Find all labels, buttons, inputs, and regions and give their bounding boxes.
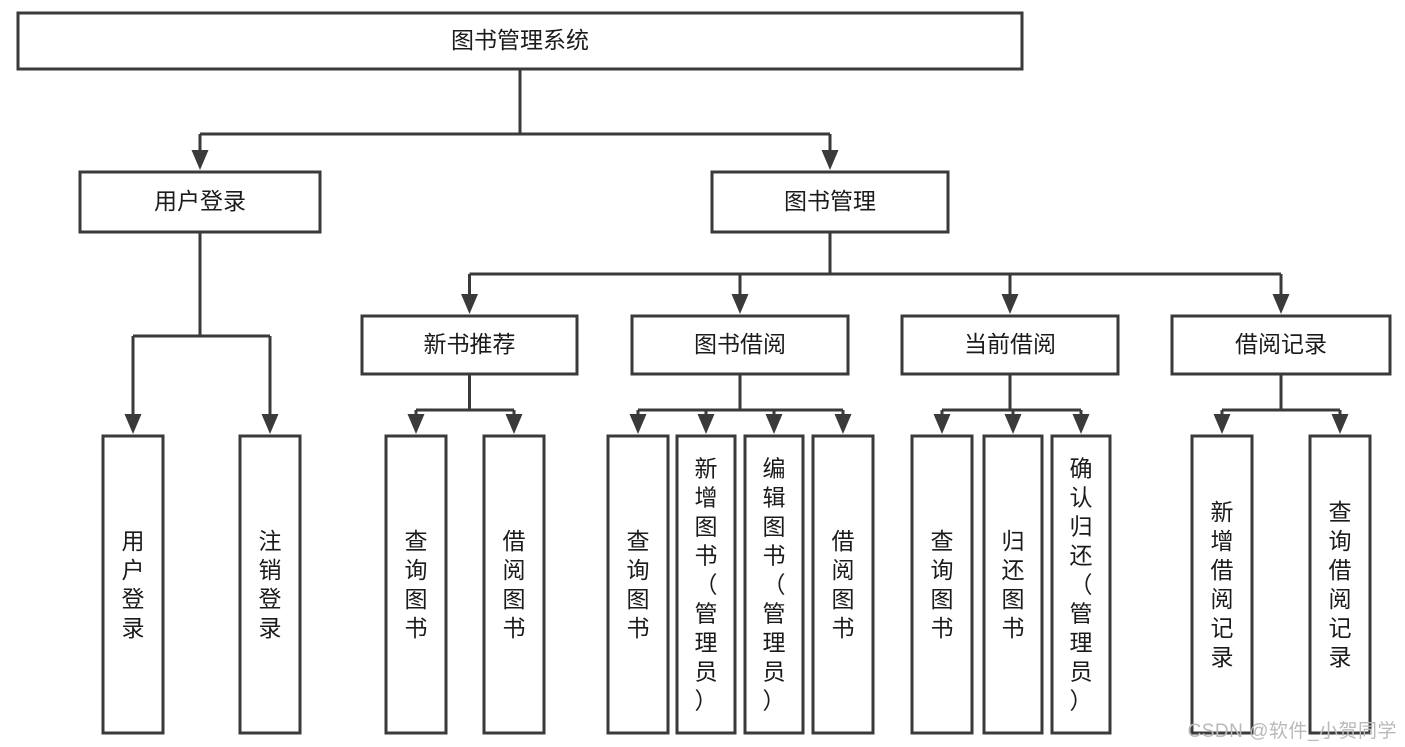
node-label: 新增借阅记录: [1211, 499, 1234, 670]
node-leaf-add-book[interactable]: 新增图书（管理员）: [675, 434, 737, 735]
node-label: 用户登录: [154, 188, 246, 214]
arrow-head-icon: [1001, 294, 1019, 314]
arrow-head-icon: [933, 414, 951, 434]
connector-group-root: [191, 69, 839, 170]
node-box[interactable]: [1190, 434, 1254, 735]
arrow-head-icon: [697, 414, 715, 434]
node-label: 注销登录: [259, 528, 282, 641]
node-leaf-add-record[interactable]: 新增借阅记录: [1190, 434, 1254, 735]
edge-layer: [124, 69, 1349, 434]
node-box[interactable]: [630, 314, 850, 376]
node-new-book-rec[interactable]: 新书推荐: [360, 314, 579, 376]
node-leaf-user-login[interactable]: 用户登录: [101, 434, 165, 735]
arrow-head-icon: [505, 414, 523, 434]
arrow-head-icon: [1004, 414, 1022, 434]
node-leaf-query-book-1[interactable]: 查询图书: [384, 434, 448, 735]
node-leaf-logout[interactable]: 注销登录: [238, 434, 302, 735]
node-box[interactable]: [675, 434, 737, 735]
arrow-head-icon: [191, 150, 209, 170]
node-box[interactable]: [900, 314, 1120, 376]
node-label: 借阅图书: [832, 528, 855, 641]
connector-group-book-manage: [461, 232, 1290, 314]
node-user-login[interactable]: 用户登录: [78, 170, 322, 234]
node-layer: 图书管理系统用户登录图书管理新书推荐图书借阅当前借阅借阅记录用户登录注销登录查询…: [16, 11, 1392, 735]
arrow-head-icon: [1331, 414, 1349, 434]
node-label: 借阅记录: [1235, 331, 1327, 357]
node-leaf-borrow-book-2[interactable]: 借阅图书: [811, 434, 875, 735]
node-box[interactable]: [710, 170, 950, 234]
node-box[interactable]: [743, 434, 805, 735]
node-box[interactable]: [1170, 314, 1392, 376]
node-leaf-query-record[interactable]: 查询借阅记录: [1308, 434, 1372, 735]
arrow-head-icon: [261, 414, 279, 434]
arrow-head-icon: [834, 414, 852, 434]
node-label: 查询图书: [627, 528, 650, 641]
connector-group-new-book-rec: [407, 374, 523, 434]
node-box[interactable]: [811, 434, 875, 735]
arrow-head-icon: [629, 414, 647, 434]
node-box[interactable]: [1308, 434, 1372, 735]
node-box[interactable]: [982, 434, 1044, 735]
arrow-head-icon: [1072, 414, 1090, 434]
arrow-head-icon: [407, 414, 425, 434]
node-leaf-return-book[interactable]: 归还图书: [982, 434, 1044, 735]
arrow-head-icon: [765, 414, 783, 434]
node-leaf-borrow-book-1[interactable]: 借阅图书: [482, 434, 546, 735]
arrow-head-icon: [731, 294, 749, 314]
arrow-head-icon: [461, 294, 478, 314]
node-box[interactable]: [16, 11, 1024, 71]
connector-group-borrow-record: [1213, 374, 1349, 434]
node-label: 借阅图书: [503, 528, 526, 641]
node-leaf-query-book-3[interactable]: 查询图书: [910, 434, 974, 735]
node-box[interactable]: [910, 434, 974, 735]
node-leaf-query-book-2[interactable]: 查询图书: [606, 434, 670, 735]
node-borrow-record[interactable]: 借阅记录: [1170, 314, 1392, 376]
node-label: 查询图书: [931, 528, 954, 641]
node-box[interactable]: [1050, 434, 1112, 735]
connector-group-current-borrow: [933, 374, 1090, 434]
node-label: 确认归还（管理员）: [1070, 456, 1093, 714]
node-box[interactable]: [606, 434, 670, 735]
node-box[interactable]: [482, 434, 546, 735]
node-label: 编辑图书（管理员）: [763, 456, 786, 714]
node-label: 归还图书: [1002, 528, 1025, 641]
node-current-borrow[interactable]: 当前借阅: [900, 314, 1120, 376]
watermark-text: CSDN @软件_小贺同学: [1187, 721, 1397, 742]
node-leaf-edit-book[interactable]: 编辑图书（管理员）: [743, 434, 805, 735]
node-label: 图书管理: [784, 188, 876, 214]
connector-group-user-login: [124, 232, 279, 434]
node-book-manage[interactable]: 图书管理: [710, 170, 950, 234]
arrow-head-icon: [821, 150, 839, 170]
node-box[interactable]: [360, 314, 579, 376]
node-leaf-confirm-return[interactable]: 确认归还（管理员）: [1050, 434, 1112, 735]
node-box[interactable]: [78, 170, 322, 234]
arrow-head-icon: [124, 414, 142, 434]
node-book-borrow[interactable]: 图书借阅: [630, 314, 850, 376]
node-box[interactable]: [238, 434, 302, 735]
arrow-head-icon: [1272, 294, 1290, 314]
node-label: 新书推荐: [424, 331, 516, 357]
node-label: 图书管理系统: [451, 27, 589, 53]
node-label: 查询借阅记录: [1329, 499, 1352, 670]
node-label: 用户登录: [122, 528, 145, 641]
connector-group-book-borrow: [629, 374, 852, 434]
arrow-head-icon: [1213, 414, 1231, 434]
node-root[interactable]: 图书管理系统: [16, 11, 1024, 71]
node-box[interactable]: [101, 434, 165, 735]
node-label: 新增图书（管理员）: [695, 456, 718, 714]
node-label: 图书借阅: [694, 331, 786, 357]
node-box[interactable]: [384, 434, 448, 735]
node-label: 当前借阅: [964, 331, 1056, 357]
node-label: 查询图书: [405, 528, 428, 641]
